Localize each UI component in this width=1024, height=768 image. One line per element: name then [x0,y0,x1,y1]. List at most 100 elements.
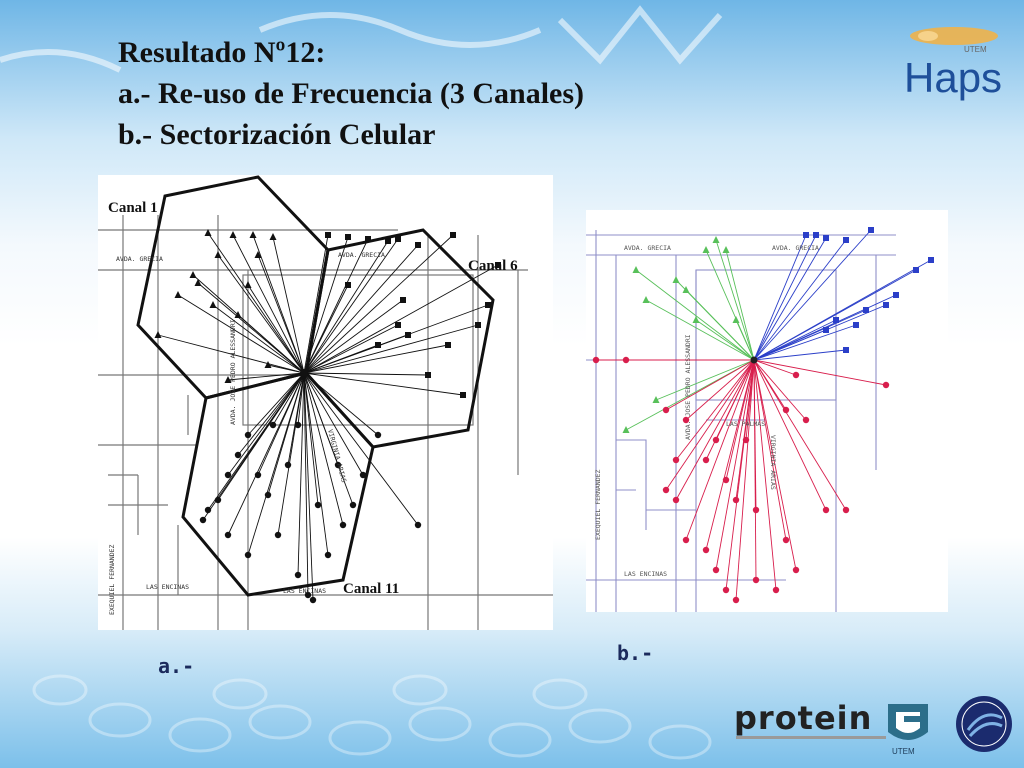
node-marker [722,476,730,484]
node-marker [883,302,889,308]
node-marker [294,421,302,429]
link-line [753,359,757,511]
logo-sub-text: UTEM [964,45,987,54]
link-line [247,284,305,374]
link-line [753,329,827,361]
street-label: EXEQUIEL FERNANDEZ [108,544,116,615]
node-marker [843,237,849,243]
link-line [212,304,305,374]
figure-b-caption: b.- [617,641,654,665]
link-line [753,359,797,376]
node-marker [254,251,262,258]
node-marker [662,486,670,494]
node-marker [485,302,491,308]
node-marker [405,332,411,338]
street-label: VIRGINIA ARIAS [769,435,777,490]
node-marker [400,297,406,303]
figure-b-panel: AVDA. GRECIA AVDA. GRECIA AVDA. JOSE PED… [586,210,948,612]
link-line [303,324,479,374]
link-line [635,269,755,361]
link-line [232,234,305,374]
node-marker [732,316,740,323]
link-line [303,299,404,374]
link-line [207,232,305,374]
link-line [267,364,305,374]
node-marker [702,456,710,464]
node-marker [365,236,371,242]
node-marker [334,461,342,469]
link-line [705,359,755,551]
figure-b-map: AVDA. GRECIA AVDA. GRECIA AVDA. JOSE PED… [586,227,934,612]
street-label: AVDA. GRECIA [772,244,819,252]
link-line [735,359,755,601]
link-line [303,238,399,374]
link-line [735,359,755,501]
link-line [665,359,755,491]
node-marker [893,292,899,298]
node-marker [913,267,919,273]
node-marker [662,406,670,414]
node-marker [712,236,720,243]
node-marker [722,246,730,253]
base-station-marker [750,356,758,364]
node-marker [842,506,850,514]
link-line [753,229,872,361]
link-line [303,372,309,596]
node-marker [843,347,849,353]
node-marker [813,232,819,238]
node-marker [863,307,869,313]
link-line [287,372,305,466]
link-line [753,359,827,511]
protein-logo-underline [736,736,886,739]
node-marker [395,236,401,242]
node-marker [345,234,351,240]
node-marker [803,232,809,238]
link-line [303,240,389,374]
link-line [753,359,797,571]
link-line [303,344,379,374]
street-label: EXEQUIEL FERNANDEZ [594,469,602,540]
link-line [303,372,319,506]
node-marker [214,251,222,258]
figure-a-nodes [154,229,501,604]
node-marker [214,496,222,504]
street-label: LAS ENCINAS [146,583,189,591]
node-marker [823,235,829,241]
node-marker [732,496,740,504]
link-line [303,324,399,374]
link-line [303,284,349,374]
link-line [237,314,305,374]
node-marker [349,501,357,509]
figure-a-panel: Canal 1 Canal 6 Canal 11 AVDA. GRECIA AV… [98,175,553,630]
street-label: LAS PALMAS [726,420,765,428]
link-line [303,372,314,601]
street-label: AVDA. GRECIA [624,244,671,252]
figure-a-links [157,232,499,601]
street-label: VIRGINIA ARIAS [326,428,348,483]
link-line [303,234,329,374]
node-marker [702,246,710,253]
link-line [237,372,305,456]
node-marker [425,372,431,378]
node-marker [209,301,217,308]
link-line [303,244,419,374]
node-marker [204,506,212,514]
link-line [303,234,454,374]
node-marker [229,231,237,238]
node-marker [224,376,232,383]
node-marker [339,521,347,529]
title-line-3: b.- Sectorización Celular [118,118,436,151]
link-line [303,372,464,396]
link-line [247,372,305,436]
link-line [753,359,787,541]
link-line [303,372,379,436]
node-marker [269,233,277,240]
link-line [715,359,755,441]
node-marker [853,322,859,328]
node-marker [642,296,650,303]
link-line [753,359,887,386]
link-line [303,372,419,526]
link-line [272,372,305,426]
node-marker [244,431,252,439]
institution-seal-icon [956,696,1012,752]
